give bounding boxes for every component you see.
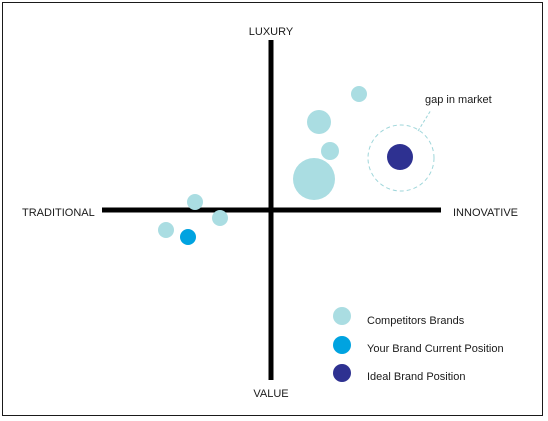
competitor-bubble xyxy=(321,142,339,160)
gap-callout-line xyxy=(417,109,432,132)
competitor-bubble xyxy=(293,158,335,200)
legend-swatch-current xyxy=(333,336,351,354)
current-position-bubble xyxy=(180,229,196,245)
competitor-bubble xyxy=(158,222,174,238)
legend: Competitors Brands Your Brand Current Po… xyxy=(333,307,504,383)
competitor-bubble xyxy=(187,194,203,210)
legend-label-competitors: Competitors Brands xyxy=(367,315,465,327)
legend-swatch-competitors xyxy=(333,307,351,325)
legend-label-current: Your Brand Current Position xyxy=(367,343,504,355)
axis-label-bottom: VALUE xyxy=(253,388,288,400)
gap-in-market-label: gap in market xyxy=(425,94,492,106)
legend-swatch-ideal xyxy=(333,364,351,382)
competitor-bubble xyxy=(351,86,367,102)
axis-label-right: INNOVATIVE xyxy=(453,207,518,219)
competitor-bubble xyxy=(307,110,331,134)
axis-label-left: TRADITIONAL xyxy=(22,207,95,219)
competitor-bubble xyxy=(212,210,228,226)
axis-label-top: LUXURY xyxy=(249,26,294,38)
ideal-position-bubble xyxy=(387,144,413,170)
gap-in-market-ring xyxy=(367,124,435,192)
legend-label-ideal: Ideal Brand Position xyxy=(367,371,465,383)
